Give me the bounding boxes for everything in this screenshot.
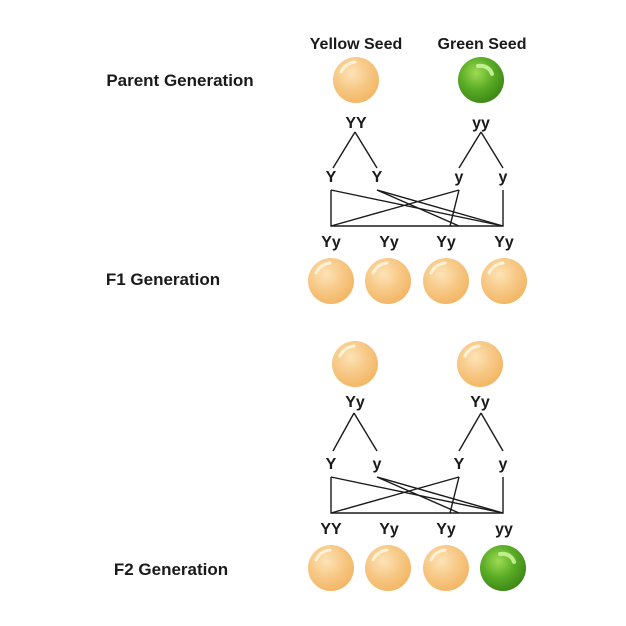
f2-wires [330,412,504,514]
parent-seed-green [458,57,504,103]
parent-gamete-4: y [499,169,508,186]
f2-genotype-1: YY [320,521,342,538]
parent-genotype-green: yy [472,115,490,132]
f2-parent-genotype-1: Yy [345,394,365,411]
parent-seed-yellow [333,57,379,103]
label-f1-generation: F1 Generation [106,270,220,289]
parent-wires [330,131,504,227]
f1-genotype-3: Yy [436,234,456,251]
f2-parent-seed-2 [457,341,503,387]
parent-genotype-yellow: YY [345,115,367,132]
f2-seed-3 [423,545,469,591]
f2-gamete-3: Y [454,456,465,473]
parent-gamete-1: Y [326,169,337,186]
f1-genotype-4: Yy [494,234,514,251]
parent-gamete-3: y [455,169,464,186]
f2-parent-seed-1 [332,341,378,387]
f2-gamete-2: y [373,456,382,473]
label-parent-generation: Parent Generation [106,71,253,90]
f2-gamete-1: Y [326,456,337,473]
f2-parent-genotype-2: Yy [470,394,490,411]
f1-seed-2 [365,258,411,304]
f2-genotype-2: Yy [379,521,399,538]
f2-genotype-3: Yy [436,521,456,538]
f1-genotype-2: Yy [379,234,399,251]
f2-seed-4-green [480,545,526,591]
f2-gamete-4: y [499,456,508,473]
header-green-seed: Green Seed [438,36,527,53]
label-f2-generation: F2 Generation [114,560,228,579]
f1-seed-3 [423,258,469,304]
f1-genotype-1: Yy [321,234,341,251]
f2-genotype-4: yy [495,521,513,538]
f2-seed-1 [308,545,354,591]
f1-seed-4 [481,258,527,304]
f1-seed-1 [308,258,354,304]
parent-gamete-2: Y [372,169,383,186]
header-yellow-seed: Yellow Seed [310,36,402,53]
f2-seed-2 [365,545,411,591]
